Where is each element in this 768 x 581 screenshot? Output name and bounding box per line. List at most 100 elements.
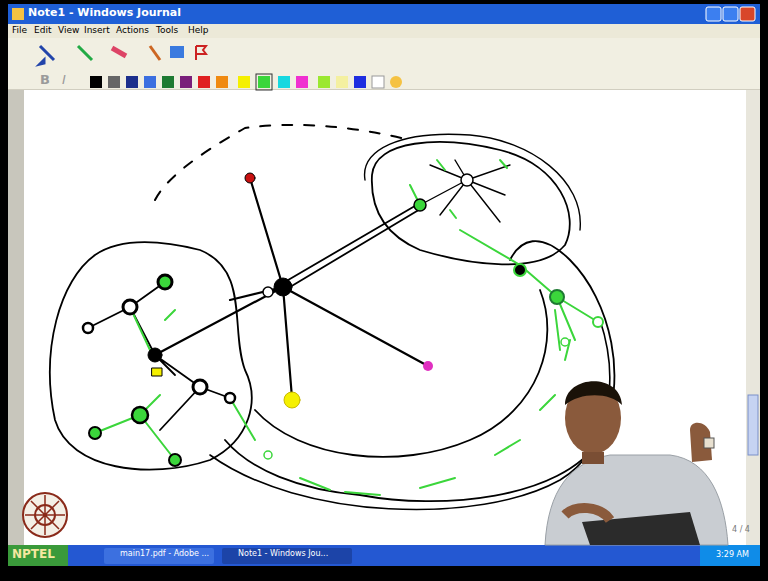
window-chrome (170, 46, 184, 58)
hand-drawn-graph (95, 307, 255, 460)
menu-item: Edit (34, 26, 51, 36)
window-chrome (78, 46, 92, 60)
taskbar-button: Note1 - Windows Jou... (238, 550, 328, 559)
window-chrome (150, 46, 160, 60)
page-counter: 4 / 4 (732, 526, 750, 535)
hand-drawn-graph (414, 199, 426, 211)
lecturer (545, 455, 728, 545)
pen-colour-swatches (108, 76, 120, 88)
hand-drawn-graph (274, 278, 292, 296)
hand-drawn-graph (225, 393, 235, 403)
watermark: NPTEL (12, 548, 55, 561)
hand-drawn-graph (264, 451, 272, 459)
nptel-logo (25, 495, 65, 535)
menu-item: View (58, 26, 79, 36)
window-chrome (8, 38, 760, 90)
hand-drawn-graph (88, 282, 230, 430)
window-chrome (196, 46, 206, 60)
window-chrome (700, 545, 760, 566)
lecturer (704, 438, 714, 448)
window-chrome (8, 4, 760, 24)
menu-item: Actions (116, 26, 149, 36)
hand-drawn-graph (132, 407, 148, 423)
hand-drawn-graph (420, 160, 510, 222)
hand-drawn-graph (89, 427, 101, 439)
pen-colour-swatches (238, 76, 250, 88)
window-chrome (706, 7, 721, 21)
pen-colour-swatches (354, 76, 366, 88)
window-chrome (748, 395, 758, 455)
pen-colour-swatches (162, 76, 174, 88)
window-chrome (104, 548, 214, 564)
lecturer (582, 452, 604, 464)
hand-drawn-graph (593, 317, 603, 327)
hand-drawn-graph (514, 264, 526, 276)
menu-item: Help (188, 26, 209, 36)
hand-drawn-graph (169, 454, 181, 466)
hand-drawn-graph (193, 380, 207, 394)
menu-item: Tools (156, 26, 178, 36)
taskbar-button: main17.pdf - Adobe ... (120, 550, 209, 559)
pen-colour-swatches (390, 76, 402, 88)
lecturer (545, 381, 728, 545)
lecturer (565, 382, 621, 454)
hand-drawn-graph (255, 290, 547, 457)
window-chrome (740, 7, 755, 21)
clock: 3:29 AM (716, 551, 749, 560)
hand-drawn-graph (283, 203, 422, 290)
pen-colour-swatches (144, 76, 156, 88)
window-chrome (8, 545, 760, 566)
pen-colour-swatches (258, 76, 270, 88)
hand-drawn-graph (152, 368, 162, 376)
window-chrome (12, 8, 24, 20)
hand-drawn-graph (123, 300, 137, 314)
pen-colour-swatches (126, 76, 138, 88)
pen-colour-swatches (336, 76, 348, 88)
bold-button: B (40, 73, 50, 87)
nptel-logo (23, 493, 67, 537)
menu-item: Insert (84, 26, 110, 36)
hand-drawn-graph (423, 361, 433, 371)
window-chrome (8, 4, 760, 566)
hand-drawn-graph (263, 287, 273, 297)
window-chrome (746, 90, 760, 545)
window-chrome (8, 90, 24, 545)
hand-drawn-graph (50, 125, 614, 510)
menu-item: File (12, 26, 27, 36)
hand-drawn-graph (410, 185, 598, 350)
hand-drawn-graph (461, 174, 473, 186)
window-chrome (8, 4, 760, 566)
window-chrome (222, 548, 352, 564)
hand-drawn-graph (561, 338, 569, 346)
hand-drawn-graph (155, 178, 428, 398)
pen-colour-swatches (278, 76, 290, 88)
window-chrome (8, 24, 760, 38)
pen-colour-swatches (318, 76, 330, 88)
nptel-logo (23, 493, 67, 537)
hand-drawn-graph (284, 392, 300, 408)
pen-colour-swatches (180, 76, 192, 88)
hand-drawn-graph (372, 142, 570, 264)
hand-drawn-graph (225, 241, 614, 501)
italic-button: I (62, 73, 66, 87)
window-chrome (40, 46, 54, 64)
window-chrome (112, 48, 126, 56)
pen-colour-swatches (90, 74, 402, 90)
hand-drawn-graph (83, 323, 93, 333)
pen-colour-swatches (198, 76, 210, 88)
pen-colour-swatches (296, 76, 308, 88)
pen-colour-swatches (90, 76, 102, 88)
window-chrome (8, 545, 68, 566)
hand-drawn-graph (437, 160, 507, 218)
window-chrome (24, 90, 746, 545)
window-chrome (723, 7, 738, 21)
lecturer (582, 512, 700, 545)
hand-drawn-graph (50, 242, 252, 469)
pen-colour-swatches (256, 74, 272, 90)
hand-drawn-graph (158, 275, 172, 289)
pen-colour-swatches (216, 76, 228, 88)
hand-drawn-graph (550, 290, 564, 304)
pen-colour-swatches (372, 76, 384, 88)
